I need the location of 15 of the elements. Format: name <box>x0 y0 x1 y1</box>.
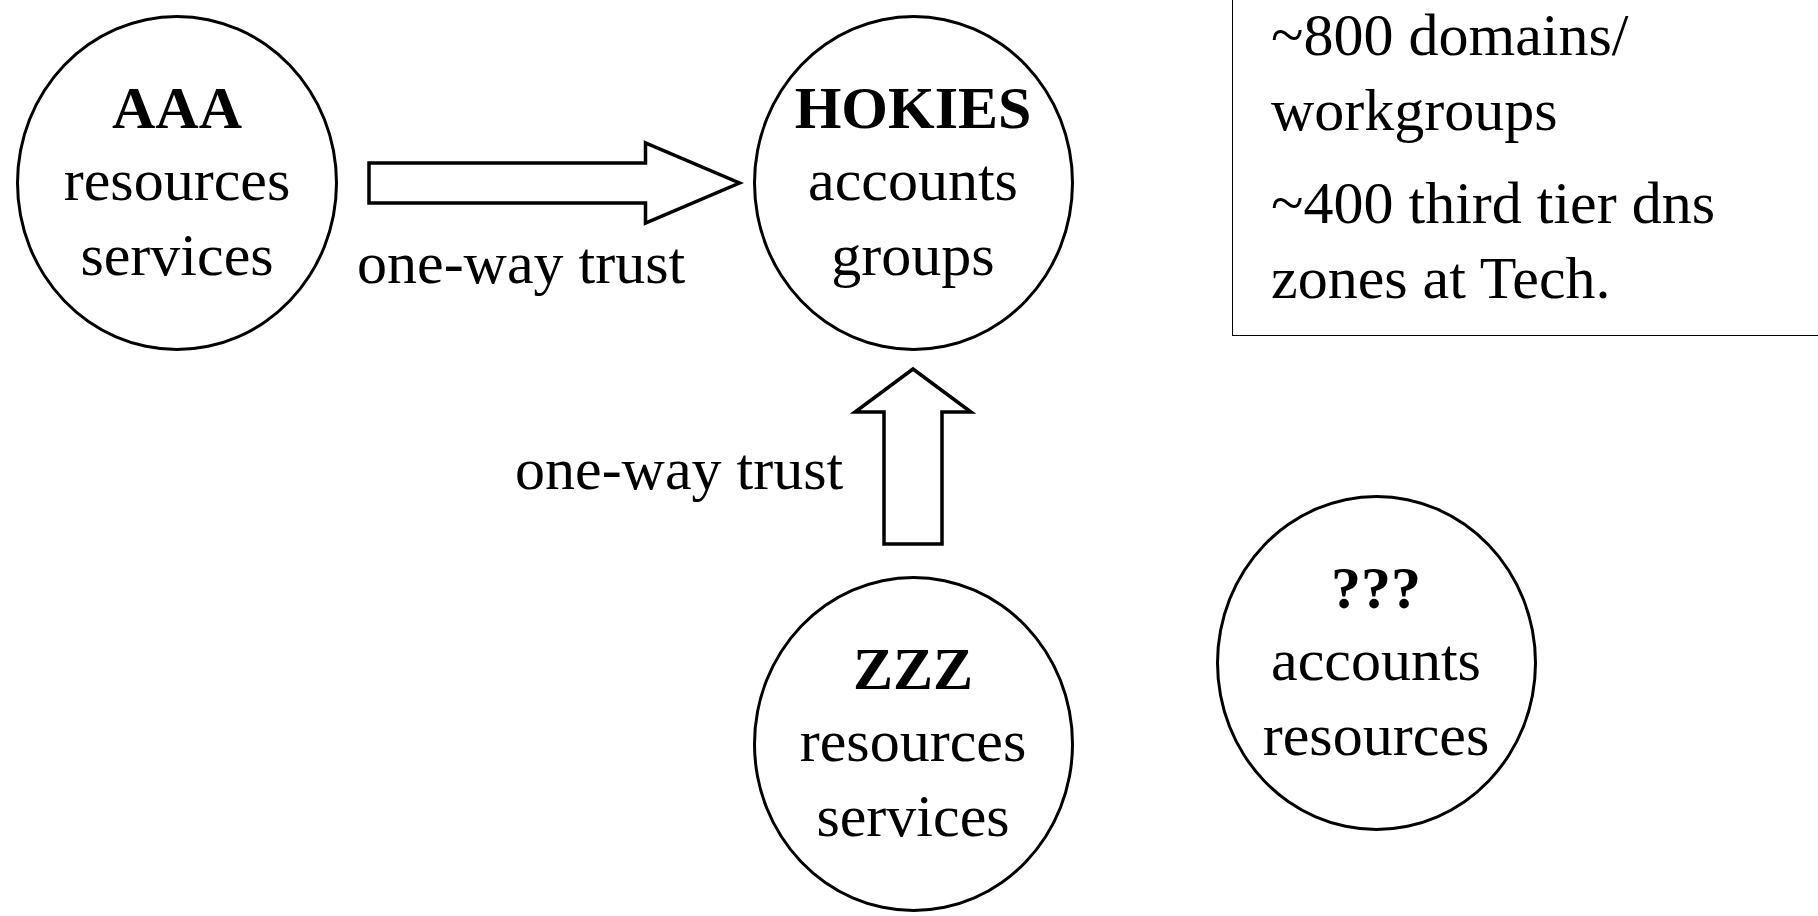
domain-contents: accounts groups <box>807 146 1019 290</box>
domain-contents: accounts resources <box>1261 626 1491 770</box>
domain-name: ZZZ <box>852 635 974 704</box>
domain-name: ??? <box>1331 554 1421 623</box>
domain-name: HOKIES <box>794 74 1032 143</box>
domain-name: AAA <box>112 74 242 143</box>
note-text: ~400 third tier dns zones at Tech. <box>1271 169 1717 313</box>
domain-contents: resources services <box>798 707 1028 851</box>
domain-contents: resources services <box>62 146 292 290</box>
note-box <box>1232 0 1818 336</box>
note-text: ~800 domains/ workgroups <box>1271 1 1630 145</box>
edge-label: one-way trust <box>515 435 844 504</box>
block-arrow <box>367 140 744 226</box>
block-arrow <box>849 366 977 546</box>
edge-label: one-way trust <box>357 229 686 298</box>
